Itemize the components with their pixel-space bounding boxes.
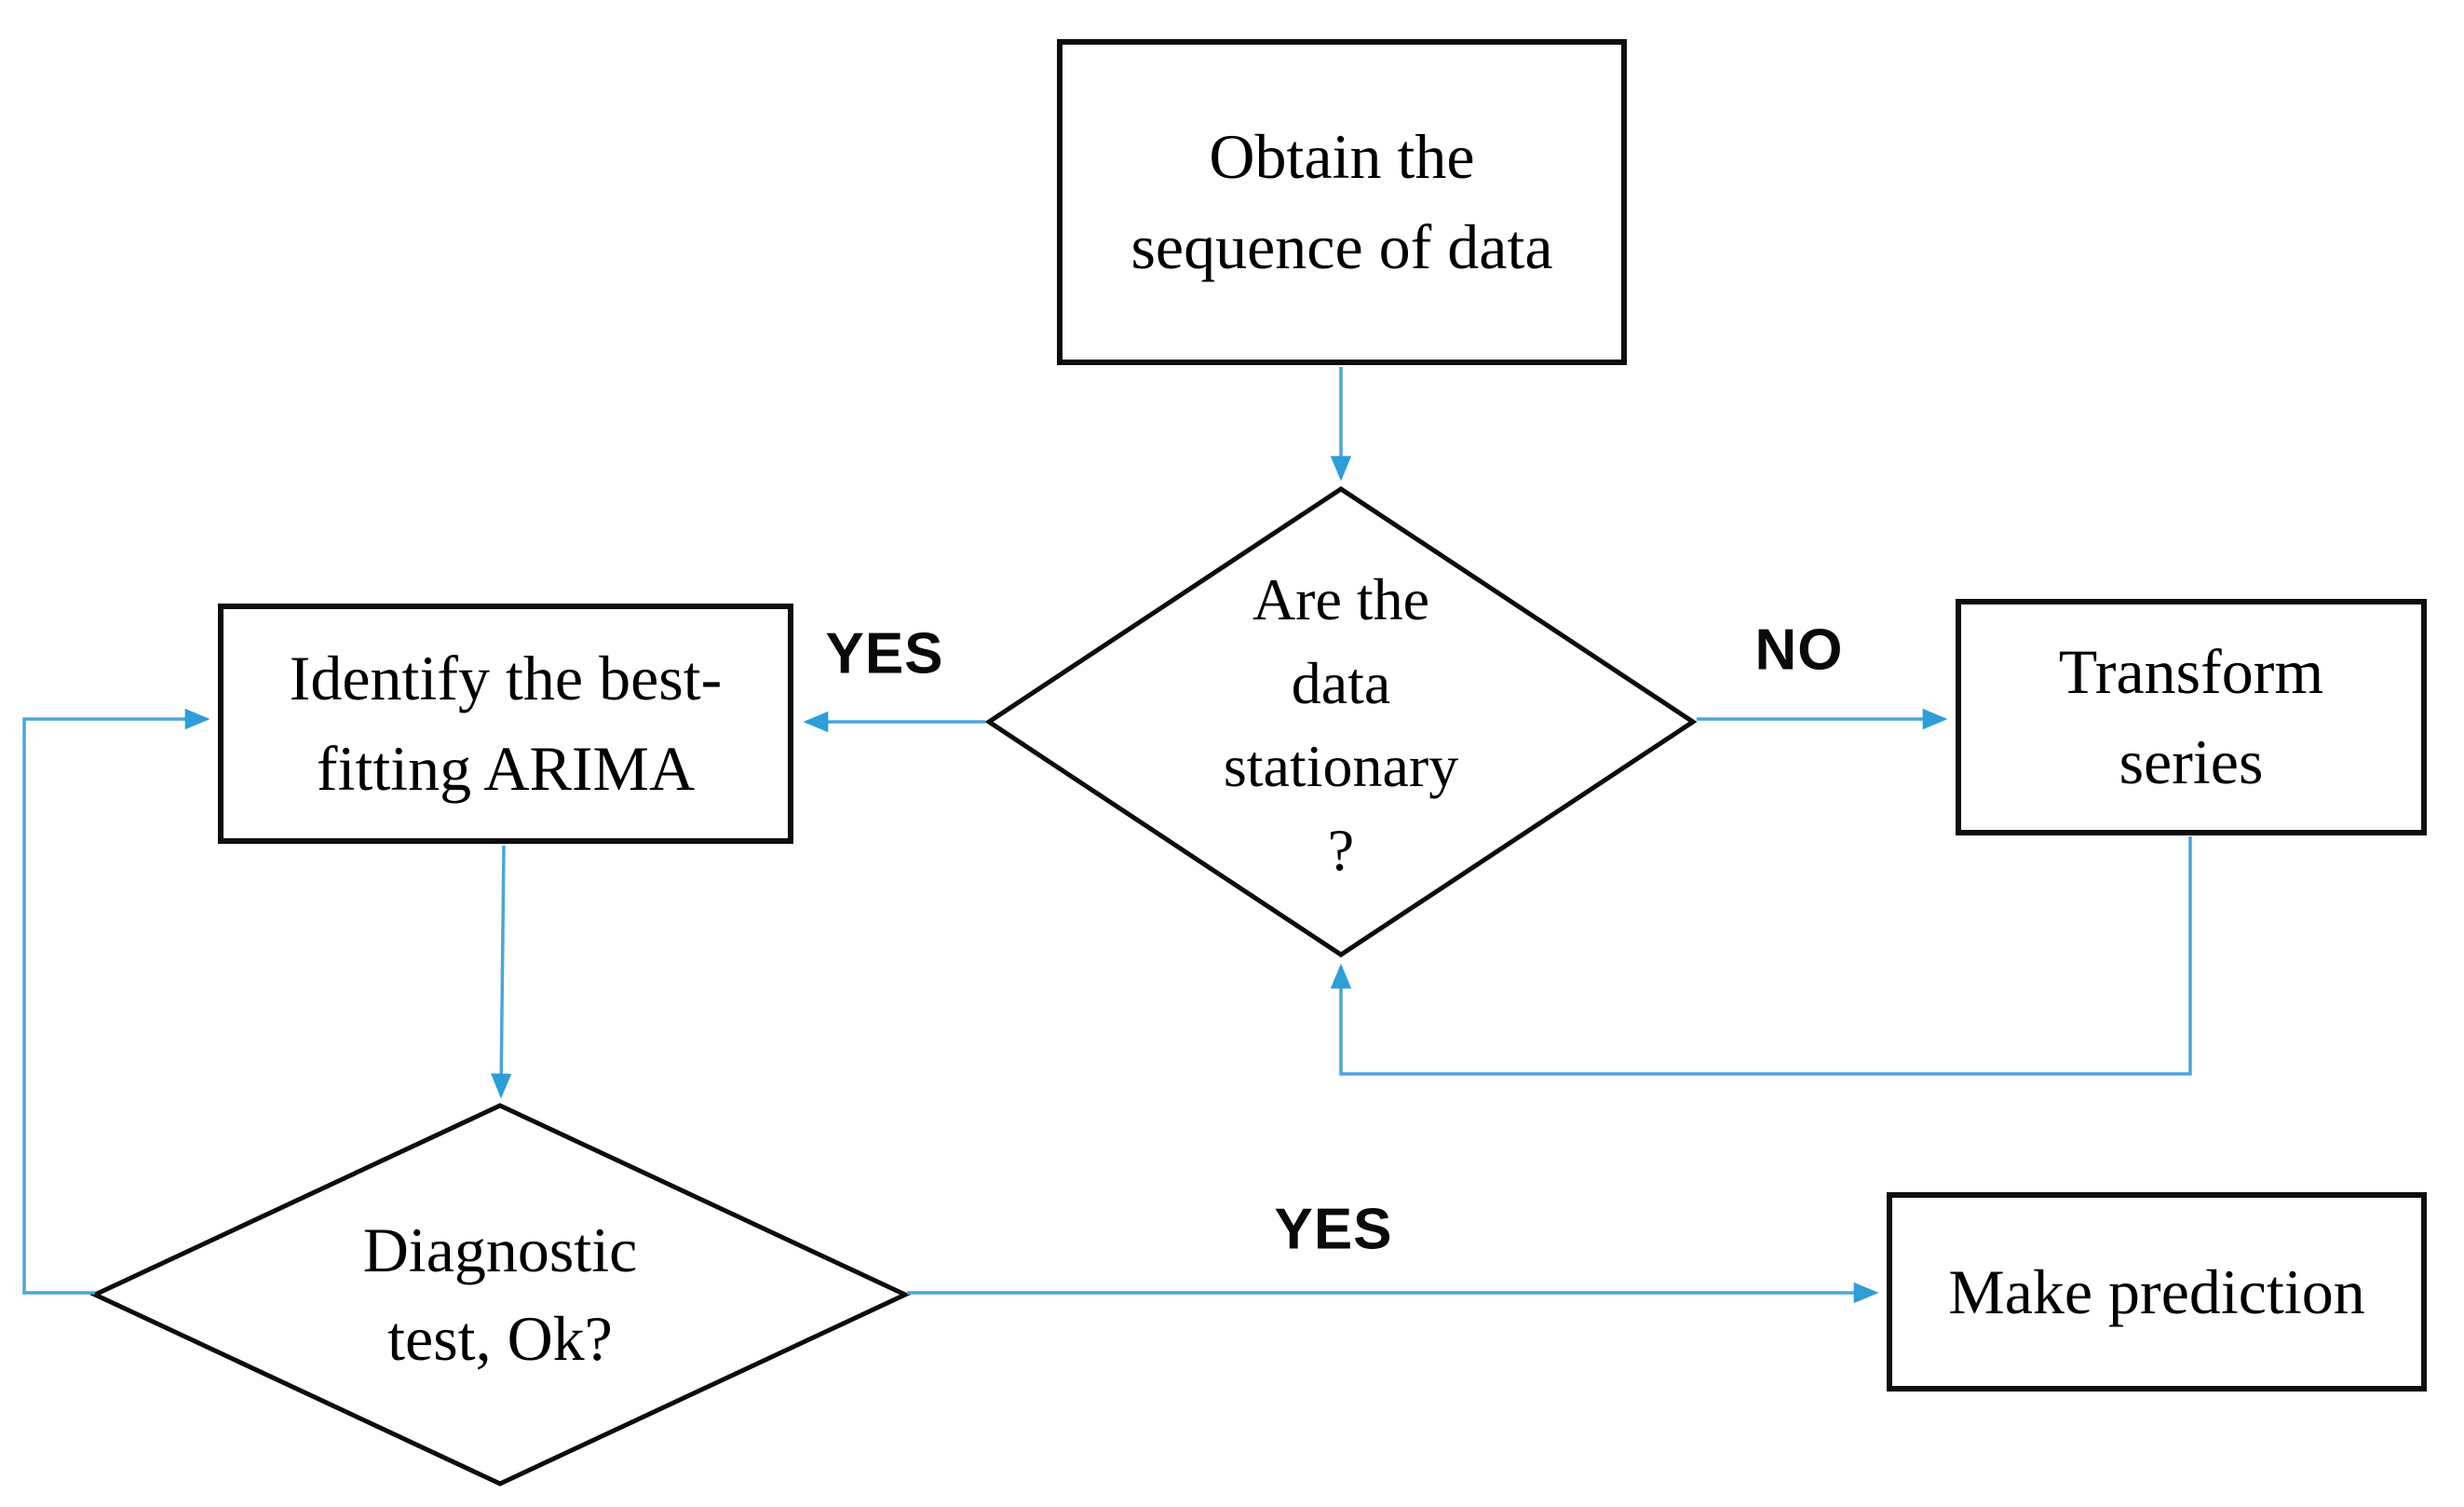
edge-diagnostic-no-loop-to-identify: [22, 708, 210, 1295]
node-identify-arima: Identify the best- fitting ARIMA: [218, 604, 793, 844]
edge-label-yes-stationary: YES: [825, 621, 944, 686]
decision-diamond-diagnostic: [89, 1103, 911, 1487]
node-diagnostic-question-label: Diagnostic test, Ok?: [362, 1214, 638, 1374]
node-make-prediction: Make prediction: [1887, 1192, 2427, 1392]
node-make-prediction-label: Make prediction: [1948, 1256, 2365, 1327]
edge-label-no-stationary: NO: [1754, 618, 1844, 683]
node-transform-series: Transform series: [1956, 599, 2427, 835]
edge-transform-loop-to-stationary: [1330, 836, 2192, 1076]
decision-diamond-stationary: [984, 486, 1698, 957]
node-stationary-question-label: Are the data stationary ?: [1223, 565, 1459, 883]
node-obtain-data-label: Obtain the sequence of data: [1130, 121, 1553, 282]
edge-label-yes-diagnostic: YES: [1274, 1197, 1393, 1262]
node-obtain-data: Obtain the sequence of data: [1057, 39, 1627, 365]
node-transform-series-label: Transform series: [2058, 636, 2324, 797]
node-identify-arima-label: Identify the best- fitting ARIMA: [289, 643, 723, 804]
edge-identify-to-diagnostic: [491, 845, 512, 1099]
